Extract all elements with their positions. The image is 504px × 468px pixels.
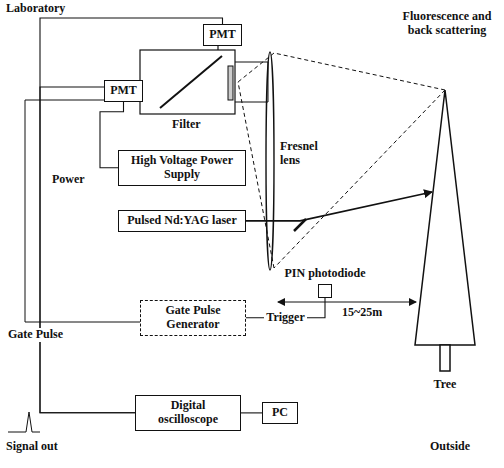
node-text: PIN photodiode <box>284 266 365 281</box>
splitter-housing <box>140 50 235 114</box>
tree-figure: Tree <box>415 90 475 345</box>
node-text: PC <box>267 406 293 420</box>
dimension-text: 15~25m <box>342 306 382 320</box>
node-text: PMT <box>109 84 138 98</box>
oscilloscope-box: Digital oscilloscope <box>135 395 241 431</box>
tree-outline <box>415 90 475 375</box>
node-text: Pulsed Nd:YAG laser <box>123 214 241 228</box>
power-supply-box: High Voltage Power Supply <box>118 150 246 186</box>
section-title: Outside <box>430 440 470 454</box>
light-path <box>235 102 268 103</box>
signal-wire <box>241 412 262 413</box>
node-text: Gate Pulse Generator <box>145 304 241 332</box>
fresnel-lens <box>266 52 274 270</box>
photodiode-box: PIN photodiode <box>318 284 332 298</box>
laser-beam <box>246 192 432 221</box>
part-name: Filter <box>172 118 201 132</box>
note-text: Fluorescence and back scattering <box>393 10 501 38</box>
dichroic-mirror <box>160 56 222 108</box>
edge-label: Trigger <box>264 311 306 325</box>
signal-wire <box>40 87 135 413</box>
signal-name: Signal out <box>6 440 58 454</box>
part-name: Fresnel lens <box>280 140 330 168</box>
fluorescence-ray <box>274 53 445 90</box>
node-text: Digital oscilloscope <box>140 399 236 427</box>
node-text: Tree <box>415 377 475 392</box>
fluorescence-ray <box>274 90 445 268</box>
pmt-box: PMT <box>203 24 242 46</box>
node-text: High Voltage Power Supply <box>123 154 241 182</box>
pc-box: PC <box>262 402 298 424</box>
laser-box: Pulsed Nd:YAG laser <box>118 210 246 232</box>
gate-generator-box: Gate Pulse Generator <box>140 300 246 336</box>
filter-strip <box>228 66 233 100</box>
section-title: Laboratory <box>6 2 65 16</box>
pmt-box: PMT <box>104 80 143 102</box>
signal-name: Power <box>52 173 85 187</box>
signal-pulse-symbol <box>8 412 40 432</box>
distance-dimension <box>278 302 416 303</box>
node-text: PMT <box>208 28 237 42</box>
signal-name: Gate Pulse <box>6 328 65 342</box>
